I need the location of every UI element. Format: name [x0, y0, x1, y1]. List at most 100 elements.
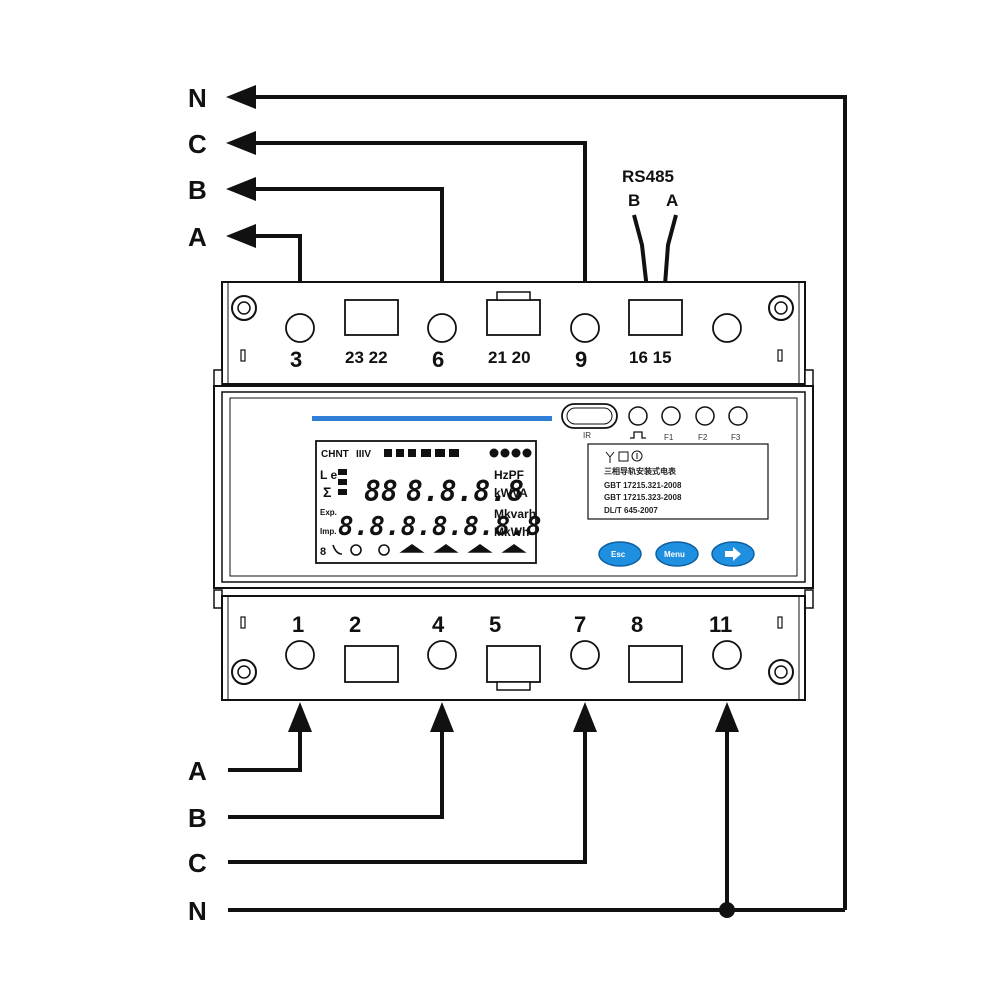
mount-screw-top-left	[231, 295, 257, 321]
label-top-n: N	[188, 83, 207, 113]
next-button[interactable]	[711, 541, 755, 567]
terminal-6-screw	[427, 313, 457, 343]
lcd-unit-mkvarh: Mkvarh	[494, 507, 536, 521]
lcd-le: L e	[320, 468, 337, 482]
info-panel	[587, 443, 769, 520]
arrow-right-icon	[725, 547, 741, 561]
info-std1: GBT 17215.321-2008	[604, 481, 682, 490]
terminal-2-label: 2	[349, 612, 361, 637]
terminal-23-22-label: 23 22	[345, 348, 388, 367]
bottom-wiring	[228, 725, 845, 912]
terminal-11-label: 11	[709, 612, 732, 637]
wire-rs485-a	[662, 214, 678, 299]
terminal-7-label: 7	[574, 612, 586, 637]
arrow-bottom-b	[430, 702, 454, 732]
meter-body: 3 23 22 6 21 20 9 16 15 IR F1 F2 F3	[213, 281, 814, 701]
lcd-brand: CHNT	[321, 449, 349, 460]
rs485-b-label: B	[628, 191, 640, 210]
info-std2: GBT 17215.323-2008	[604, 493, 682, 502]
esc-button[interactable]: Esc	[598, 541, 642, 567]
terminal-16-15-block	[628, 299, 683, 336]
bottom-arrowheads	[288, 702, 739, 918]
lcd-unit-hzpf: HzPF	[494, 468, 524, 482]
mount-screw-bottom-right	[768, 659, 794, 685]
wire-bottom-b	[228, 725, 444, 819]
terminal-23-22-block	[344, 299, 399, 336]
label-top-a: A	[188, 222, 207, 252]
terminal-5-label: 5	[489, 612, 501, 637]
f1-label: F1	[664, 433, 674, 442]
lcd-digits-top: 8.8.8.8	[406, 475, 524, 508]
wire-bottom-a	[228, 725, 302, 772]
terminal-5-block	[486, 645, 541, 683]
lcd-status-icons	[332, 544, 527, 556]
info-symbols	[605, 450, 643, 463]
label-top-b: B	[188, 175, 207, 205]
wire-rs485-b	[632, 214, 650, 299]
lcd-digits-bottom: 8.8.8.8.8.8.8	[338, 512, 542, 542]
terminal-4-label: 4	[432, 612, 445, 637]
arrow-top-b	[226, 177, 256, 201]
lcd-digits-small: 88	[364, 475, 398, 508]
terminal-1-screw	[285, 640, 315, 670]
rs485-a-label: A	[666, 191, 678, 210]
f3-led	[728, 406, 748, 426]
wire-top-b	[250, 187, 444, 282]
terminal-4-screw	[427, 640, 457, 670]
lcd-exp: Exp.	[320, 508, 337, 517]
terminal-1-label: 1	[292, 612, 304, 637]
lcd-unit-mkwh: MkWh	[494, 525, 529, 539]
pulse-led	[628, 406, 648, 426]
arrow-top-c	[226, 131, 256, 155]
mount-screw-bottom-left	[231, 659, 257, 685]
lcd-unit-kwva: kWVA	[494, 486, 528, 500]
terminal-7-screw	[570, 640, 600, 670]
menu-button[interactable]: Menu	[655, 541, 699, 567]
ir-label: IR	[583, 431, 591, 440]
lcd-phase-icons: IIIV	[356, 449, 371, 460]
wire-top-n	[250, 95, 847, 910]
front-blue-bar	[312, 416, 552, 421]
menu-button-label: Menu	[664, 550, 685, 559]
terminal-9-screw	[570, 313, 600, 343]
arrow-top-n	[226, 85, 256, 109]
info-title: 三相导轨安装式电表	[604, 466, 677, 476]
f2-label: F2	[698, 433, 708, 442]
junction-dot	[719, 902, 735, 918]
terminal-11-screw	[712, 640, 742, 670]
terminal-21-20-block	[486, 299, 541, 336]
label-bottom-a: A	[188, 756, 207, 786]
label-bottom-c: C	[188, 848, 207, 878]
arrow-bottom-a	[288, 702, 312, 732]
pulse-icon	[630, 431, 646, 439]
lcd-display	[315, 440, 537, 564]
wire-bottom-c	[228, 725, 587, 864]
wire-top-c	[250, 141, 587, 282]
esc-button-label: Esc	[611, 550, 626, 559]
terminal-2-block	[344, 645, 399, 683]
terminal-21-20-label: 21 20	[488, 348, 531, 367]
f1-led	[661, 406, 681, 426]
terminal-8-block	[628, 645, 683, 683]
label-bottom-n: N	[188, 896, 207, 926]
arrow-top-a	[226, 224, 256, 248]
top-arrowheads	[226, 85, 256, 248]
lcd-status-8: 8	[320, 546, 326, 558]
lcd-imp: Imp.	[320, 527, 336, 536]
f2-led	[695, 406, 715, 426]
rs485-title: RS485	[622, 167, 674, 186]
terminal-6-label: 6	[432, 347, 444, 372]
arrow-bottom-n	[715, 702, 739, 732]
terminal-8-label: 8	[631, 612, 643, 637]
label-top-c: C	[188, 129, 207, 159]
terminal-3-screw	[285, 313, 315, 343]
mount-screw-top-right	[768, 295, 794, 321]
lcd-tariff-marks	[338, 469, 347, 495]
f3-label: F3	[731, 433, 741, 442]
terminal-3-label: 3	[290, 347, 302, 372]
lcd-sigma: Σ	[323, 484, 331, 500]
top-wiring	[250, 95, 847, 910]
lcd-indicator-row	[384, 448, 532, 458]
terminal-spare-screw	[712, 313, 742, 343]
